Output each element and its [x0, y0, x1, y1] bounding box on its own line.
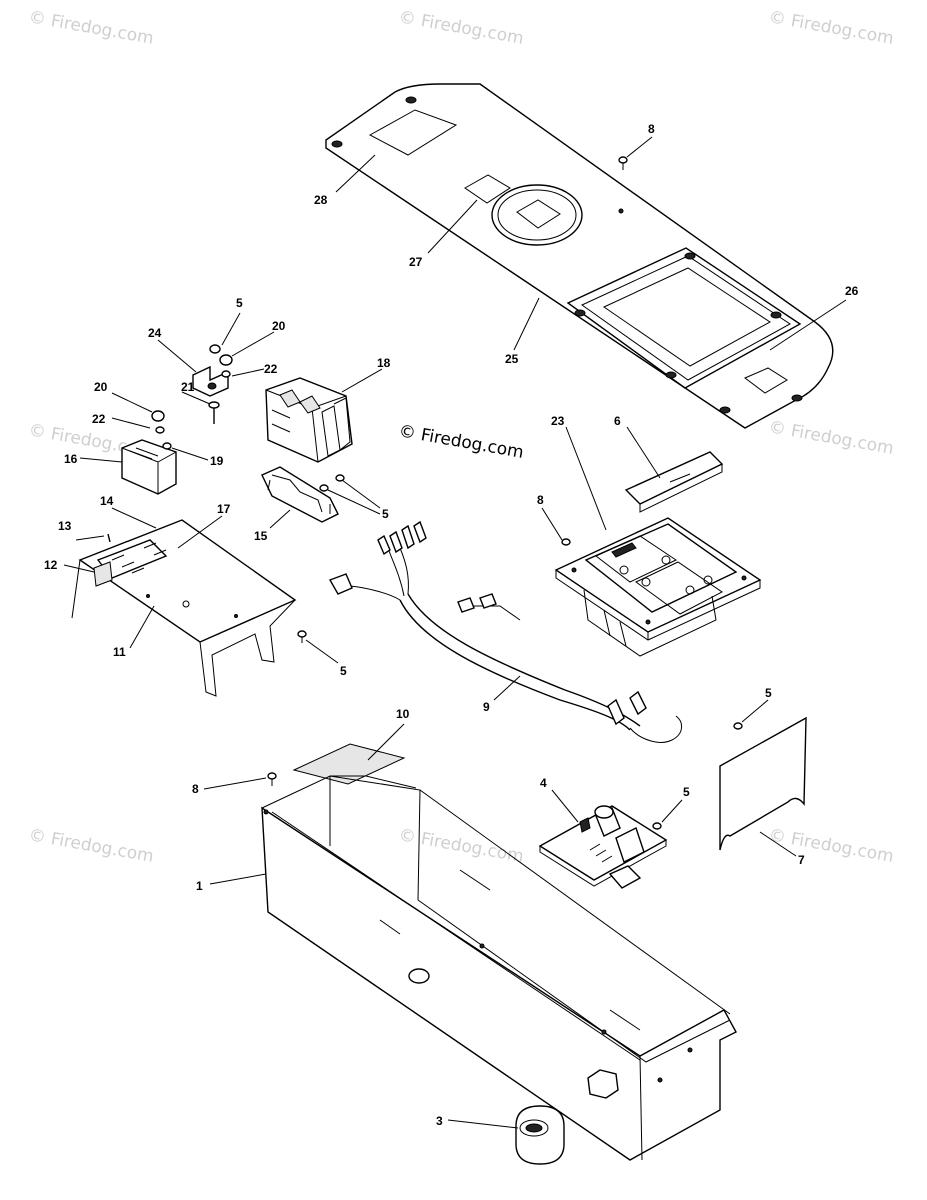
part-20-nut — [151, 344, 233, 434]
part-5-screw — [297, 630, 307, 643]
callout-13: 13 — [58, 519, 72, 533]
callout-3: 3 — [436, 1114, 443, 1128]
callout-4: 4 — [540, 776, 547, 790]
callout-9: 9 — [483, 700, 490, 714]
part-7-side-plate — [719, 716, 807, 851]
watermark-center-text: © Firedog.com — [397, 421, 525, 463]
watermark-text: © Firedog.com — [767, 825, 895, 867]
callout-24: 24 — [148, 326, 162, 340]
part-5-screw — [733, 722, 743, 730]
callout-10: 10 — [396, 707, 410, 721]
callout-5: 5 — [765, 686, 772, 700]
callout-8: 8 — [192, 782, 199, 796]
callout-7: 7 — [798, 853, 805, 867]
callout-20: 20 — [94, 380, 108, 394]
callout-1: 1 — [196, 879, 203, 893]
callout-15: 15 — [254, 529, 268, 543]
watermark-text: © Firedog.com — [397, 7, 525, 49]
part-5-screw — [319, 474, 345, 492]
callout-11: 11 — [113, 645, 126, 659]
part-5-screw — [652, 822, 662, 830]
part-8-screw — [618, 156, 628, 170]
callout-16: 16 — [64, 452, 78, 466]
part-9-wire-harness — [328, 520, 682, 743]
callout-25: 25 — [505, 352, 519, 366]
part-3-grommet — [515, 1105, 565, 1165]
part-15-mount — [261, 466, 339, 523]
callout-14: 14 — [100, 494, 114, 508]
watermark-text: © Firedog.com — [27, 7, 155, 49]
part-18-contactor — [265, 377, 353, 463]
part-11-base-bracket — [71, 519, 297, 697]
leader-lines — [63, 136, 847, 1129]
callout-28: 28 — [314, 193, 328, 207]
callout-23: 23 — [551, 414, 565, 428]
part-13-pin — [107, 533, 111, 543]
callout-27: 27 — [409, 255, 423, 269]
part-16-block — [121, 439, 177, 495]
part-25-top-panel — [325, 83, 834, 429]
callout-8: 8 — [537, 493, 544, 507]
part-23-control-panel — [554, 517, 762, 657]
callout-5: 5 — [340, 664, 347, 678]
callout-22: 22 — [92, 412, 106, 426]
watermark-text: © Firedog.com — [767, 7, 895, 49]
callout-5: 5 — [382, 507, 389, 521]
part-8-screw — [267, 772, 277, 786]
watermark-text: © Firedog.com — [27, 825, 155, 867]
part-24-bracket — [192, 365, 229, 397]
part-8-screw — [561, 538, 571, 546]
part-6-cover-strip — [624, 451, 724, 513]
callout-21: 21 — [181, 380, 195, 394]
watermark-text: © Firedog.com — [767, 417, 895, 459]
callouts: 8 28 27 25 26 5 20 24 22 18 20 21 22 16 … — [44, 122, 859, 1128]
part-1-main-housing — [261, 775, 737, 1161]
callout-17: 17 — [217, 502, 231, 516]
callout-20: 20 — [272, 319, 286, 333]
part-10-label — [292, 743, 406, 785]
callout-19: 19 — [210, 454, 224, 468]
callout-18: 18 — [377, 356, 391, 370]
part-21-bolt — [208, 401, 220, 424]
part-4-circuit-board — [538, 805, 668, 889]
callout-6: 6 — [614, 414, 621, 428]
callout-5: 5 — [683, 785, 690, 799]
callout-12: 12 — [44, 558, 58, 572]
watermark-text: © Firedog.com — [397, 825, 525, 867]
callout-5: 5 — [236, 296, 243, 310]
part-19-screw — [162, 442, 172, 450]
callout-22: 22 — [264, 362, 278, 376]
callout-26: 26 — [845, 284, 859, 298]
callout-8: 8 — [648, 122, 655, 136]
